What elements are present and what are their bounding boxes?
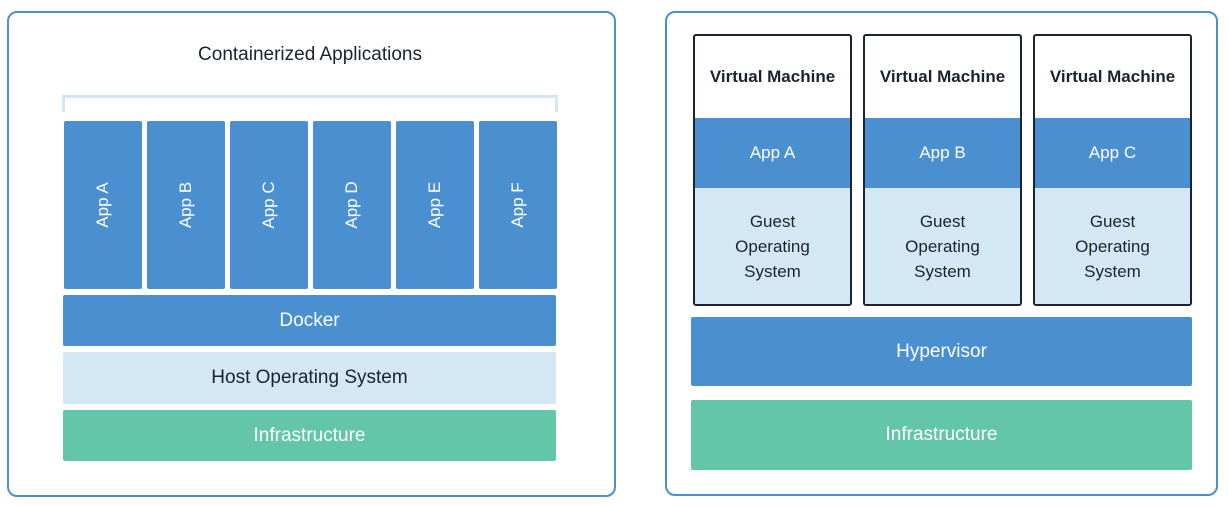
guest-os-label: Guest Operating System — [905, 211, 980, 281]
container-app-label: App B — [176, 181, 195, 229]
vm-title: Virtual Machine — [709, 67, 836, 86]
container-app-label: App E — [425, 181, 444, 229]
virtual-machine-a: Virtual Machine App A Guest Operating Sy… — [693, 34, 852, 306]
vm-app: App C — [1035, 118, 1190, 188]
host-os-layer: Host Operating System — [63, 352, 556, 404]
guest-os: Guest Operating System — [695, 188, 850, 304]
containers-title: Containerized Applications — [198, 44, 422, 65]
container-app-e: App E — [396, 121, 474, 289]
guest-os-label: Guest Operating System — [735, 211, 810, 281]
vm-title: Virtual Machine — [879, 67, 1006, 86]
infrastructure-layer-vms: Infrastructure — [691, 400, 1192, 470]
container-app-a: App A — [64, 121, 142, 289]
container-app-d: App D — [313, 121, 391, 289]
container-app-c: App C — [230, 121, 308, 289]
container-app-label: App C — [259, 181, 278, 229]
vm-app: App A — [695, 118, 850, 188]
vm-title: Virtual Machine — [1049, 67, 1176, 86]
hypervisor-layer: Hypervisor — [691, 317, 1192, 386]
guest-os: Guest Operating System — [1035, 188, 1190, 304]
virtual-machine-b: Virtual Machine App B Guest Operating Sy… — [863, 34, 1022, 306]
container-app-f: App F — [479, 121, 557, 289]
container-app-b: App B — [147, 121, 225, 289]
apps-bracket — [62, 95, 558, 112]
docker-layer: Docker — [63, 295, 556, 346]
virtual-machine-c: Virtual Machine App C Guest Operating Sy… — [1033, 34, 1192, 306]
infrastructure-layer-containers: Infrastructure — [63, 410, 556, 461]
container-app-label: App F — [508, 182, 527, 228]
container-app-label: App D — [342, 181, 361, 229]
container-app-label: App A — [93, 182, 112, 228]
guest-os: Guest Operating System — [865, 188, 1020, 304]
vm-app: App B — [865, 118, 1020, 188]
guest-os-label: Guest Operating System — [1075, 211, 1150, 281]
